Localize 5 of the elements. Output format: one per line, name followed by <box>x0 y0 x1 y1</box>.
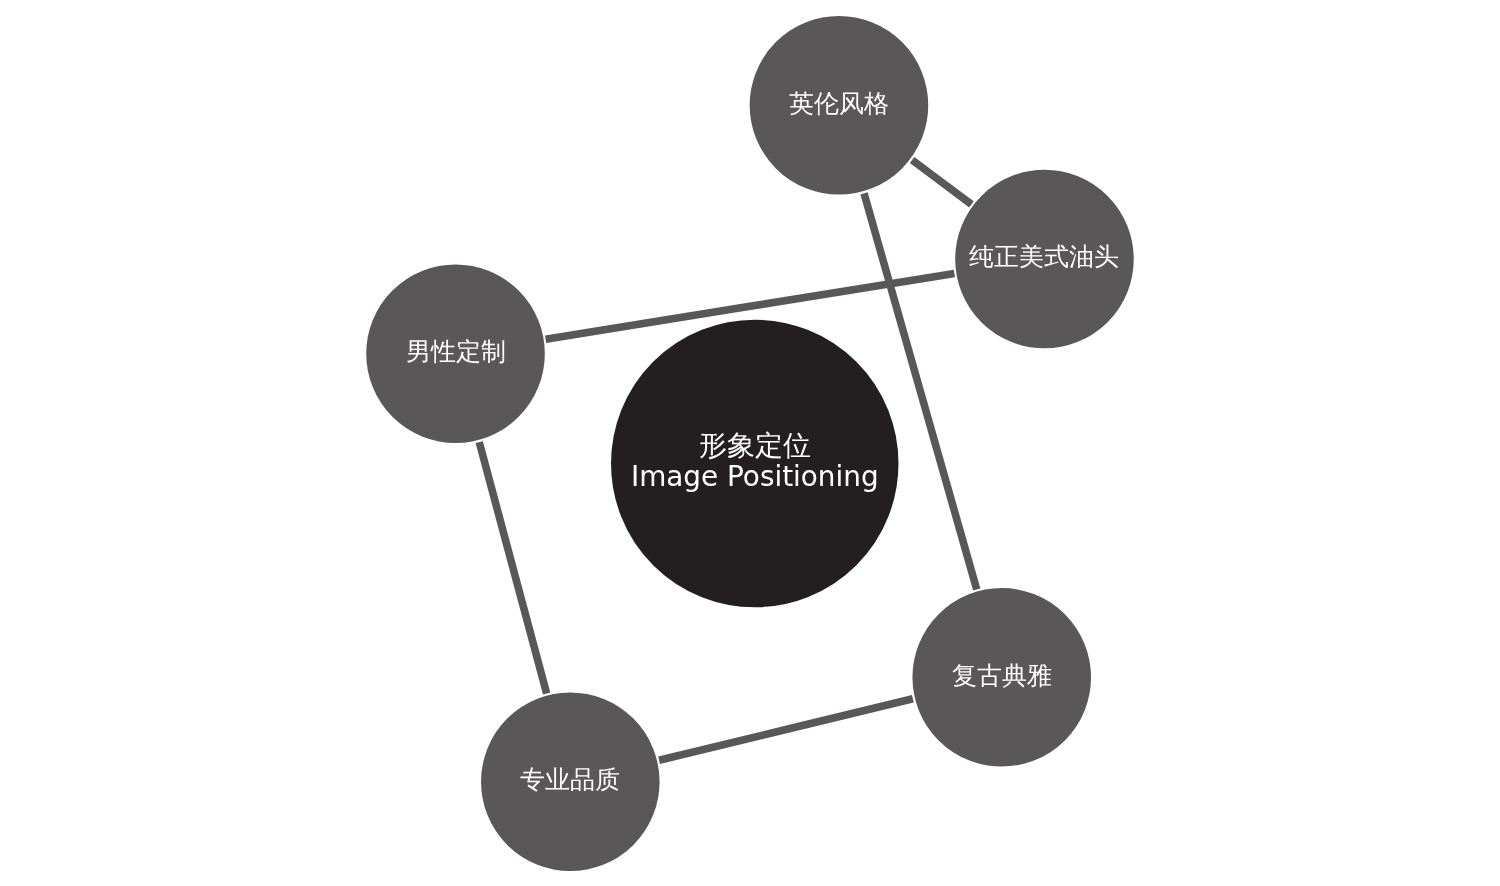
connector <box>475 440 551 695</box>
connector <box>860 191 981 591</box>
connector <box>658 694 914 764</box>
connector <box>909 156 974 207</box>
connector <box>545 269 955 343</box>
